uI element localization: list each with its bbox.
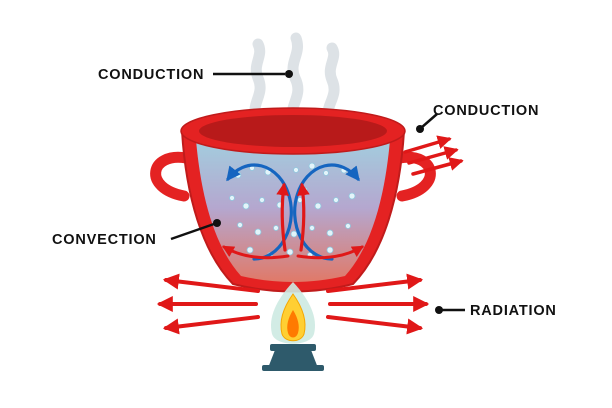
conduction-arrows	[403, 135, 464, 176]
label-connectors	[170, 70, 465, 314]
label-conduction-right: CONDUCTION	[433, 103, 540, 119]
radiation-arrows	[156, 273, 430, 335]
pot-handles	[150, 151, 436, 202]
pot-rim	[180, 107, 406, 155]
burner	[262, 344, 324, 371]
label-conduction-top: CONDUCTION	[98, 67, 205, 83]
label-radiation: RADIATION	[470, 303, 557, 319]
flame	[270, 282, 316, 344]
water	[196, 140, 390, 282]
label-convection: CONVECTION	[52, 232, 157, 248]
convection-loops	[221, 163, 365, 261]
